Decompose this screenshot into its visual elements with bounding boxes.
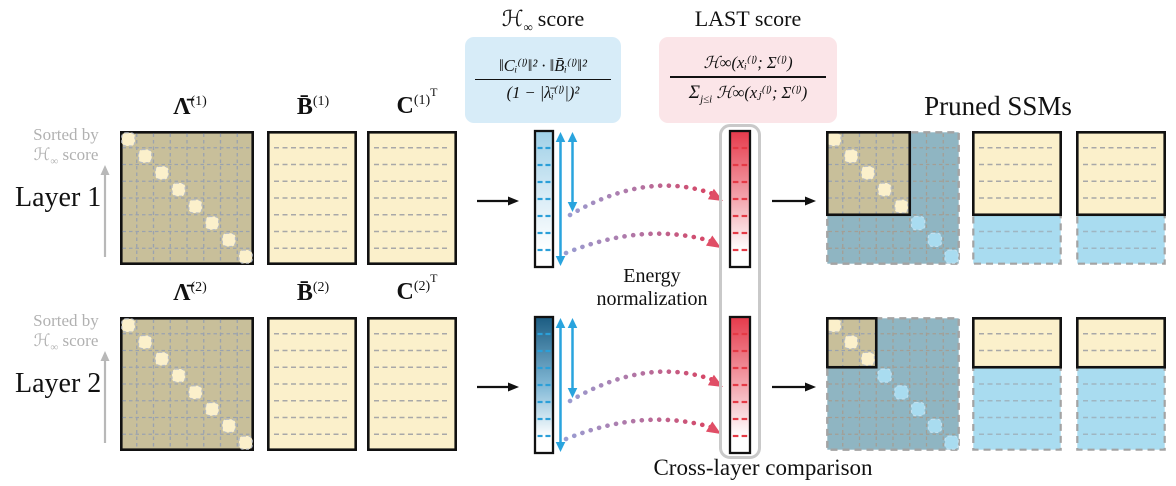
arrow-down-head bbox=[567, 388, 578, 398]
sort-arrow-head bbox=[100, 165, 110, 175]
energy-line1: Energy bbox=[623, 265, 681, 287]
arrow-up-head bbox=[555, 132, 566, 142]
last-score-title: LAST score bbox=[694, 6, 802, 31]
lambda-matrix-label-layer1: Λ̄(1) bbox=[173, 94, 207, 120]
hinf-title-h: ℋ bbox=[501, 6, 524, 31]
cross-layer-box bbox=[719, 124, 761, 459]
last-formula-numerator: ℋ∞(xᵢ⁽ˡ⁾; Σ⁽ˡ⁾) bbox=[703, 53, 793, 73]
b-matrix-label-layer2: B̄(2) bbox=[296, 280, 330, 306]
lambda-matrix-layer2 bbox=[119, 316, 254, 451]
lambda-matrix-label-layer2: Λ̄(2) bbox=[173, 280, 207, 306]
hinf-score-bar-layer2 bbox=[533, 315, 555, 455]
c-matrix-layer2 bbox=[366, 316, 458, 451]
sort-arrow-head bbox=[100, 351, 110, 361]
last-score-bar-layer2 bbox=[728, 315, 752, 455]
hinf-title-sub: ∞ bbox=[523, 19, 533, 35]
c-matrix-label-layer1: C(1)T bbox=[396, 85, 438, 119]
b-matrix-label-layer1: B̄(1) bbox=[296, 94, 330, 120]
b-matrix-layer2 bbox=[266, 316, 358, 451]
layer1-label: Layer 1 bbox=[15, 182, 102, 213]
energy-normalization-label: Energy normalization bbox=[596, 265, 707, 311]
pruned-b-matrix-layer2 bbox=[971, 316, 1063, 451]
c-matrix-label-layer2: C(2)T bbox=[396, 271, 438, 305]
last-denominator-rest: ℋ∞(xⱼ⁽ˡ⁾; Σ⁽ˡ⁾) bbox=[712, 82, 808, 102]
pruned-c-matrix-layer1 bbox=[1075, 130, 1167, 265]
sorted-line2: ℋ∞ score bbox=[33, 144, 99, 167]
pruned-lambda-matrix-layer2 bbox=[825, 316, 960, 451]
b-matrix-layer1 bbox=[266, 130, 358, 265]
fraction-bar bbox=[475, 78, 611, 81]
arc-arrowhead bbox=[705, 421, 721, 434]
hinf-formula-numerator: ‖Cᵢ⁽ˡ⁾‖² · ‖B̄ᵢ⁽ˡ⁾‖² bbox=[499, 56, 587, 76]
arrow-up-head bbox=[567, 132, 578, 142]
last-formula-denominator: Σj≤i ℋ∞(xⱼ⁽ˡ⁾; Σ⁽ˡ⁾) bbox=[689, 81, 807, 107]
pruned-c-matrix-layer2 bbox=[1075, 316, 1167, 451]
flow-arrow-head bbox=[805, 196, 816, 206]
energy-normalization-arc bbox=[567, 369, 719, 404]
arrow-down-head bbox=[555, 442, 566, 452]
sigma-subscript: j≤i bbox=[700, 92, 713, 105]
arrow-up-head bbox=[567, 318, 578, 328]
pruned-lambda-matrix-layer1 bbox=[825, 130, 960, 265]
flow-arrow-head bbox=[508, 196, 519, 206]
flow-arrow-head bbox=[508, 382, 519, 392]
layer2-label: Layer 2 bbox=[15, 368, 102, 399]
energy-line2: normalization bbox=[596, 288, 708, 310]
pruned-ssms-title: Pruned SSMs bbox=[924, 91, 1072, 121]
sorted-line2: ℋ∞ score bbox=[33, 330, 99, 353]
arrow-down-head bbox=[555, 256, 566, 266]
hinf-score-formula: ‖Cᵢ⁽ˡ⁾‖² · ‖B̄ᵢ⁽ˡ⁾‖² (1 − |λ̄ᵢ⁽ˡ⁾|)² bbox=[465, 37, 621, 123]
arc-arrowhead bbox=[705, 235, 721, 248]
energy-normalization-arc bbox=[563, 231, 717, 256]
last-score-bar-layer1 bbox=[728, 129, 752, 269]
hinf-score-title: ℋ∞score bbox=[502, 6, 584, 35]
energy-normalization-arc bbox=[563, 417, 717, 442]
arrow-up-head bbox=[555, 318, 566, 328]
sorted-line1: Sorted by bbox=[33, 125, 99, 144]
lambda-matrix-layer1 bbox=[119, 130, 254, 265]
flow-arrow-head bbox=[805, 382, 816, 392]
hinf-formula-denominator: (1 − |λ̄ᵢ⁽ˡ⁾|)² bbox=[506, 83, 580, 103]
arrow-down-head bbox=[567, 202, 578, 212]
sorted-by-label-layer2: Sorted by ℋ∞ score bbox=[21, 311, 111, 354]
fraction-bar bbox=[669, 75, 827, 78]
hinf-title-word: score bbox=[537, 6, 585, 31]
sigma-symbol: Σ bbox=[688, 81, 701, 103]
cross-layer-comparison-label: Cross-layer comparison bbox=[653, 455, 873, 480]
last-score-formula: ℋ∞(xᵢ⁽ˡ⁾; Σ⁽ˡ⁾) Σj≤i ℋ∞(xⱼ⁽ˡ⁾; Σ⁽ˡ⁾) bbox=[659, 37, 837, 123]
sorted-line1: Sorted by bbox=[33, 311, 99, 330]
sorted-by-label-layer1: Sorted by ℋ∞ score bbox=[21, 125, 111, 168]
hinf-score-bar-layer1 bbox=[533, 129, 555, 269]
energy-normalization-arc bbox=[567, 183, 719, 218]
c-matrix-layer1 bbox=[366, 130, 458, 265]
pruned-b-matrix-layer1 bbox=[971, 130, 1063, 265]
